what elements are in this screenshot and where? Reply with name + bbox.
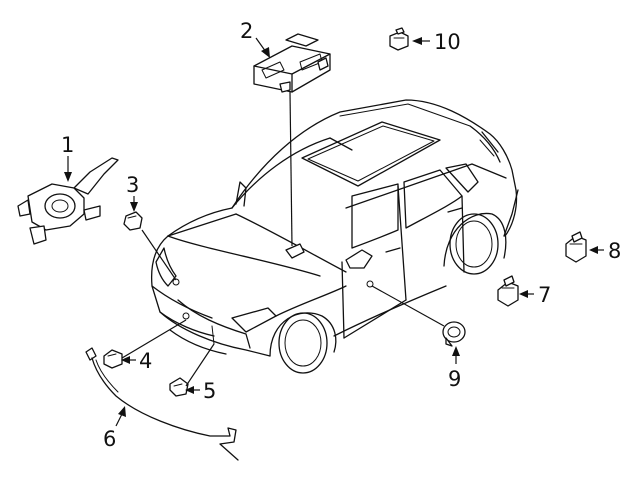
part-impact-sensor-3: [123, 211, 143, 231]
vehicle-outline: [150, 99, 519, 374]
callout-8: 8: [608, 239, 621, 263]
callout-7: 7: [538, 283, 551, 307]
part-connector-10: [389, 27, 409, 51]
callout-arrows: [64, 37, 604, 427]
part-control-module: [253, 33, 331, 93]
callout-10: 10: [434, 30, 461, 54]
part-sensor-9: [442, 321, 466, 347]
callout-2: 2: [240, 19, 253, 43]
part-sensor-7: [497, 275, 519, 307]
part-sensor-8: [565, 231, 587, 263]
part-sensor-5: [169, 377, 189, 397]
part-clock-spring-switch: [17, 157, 119, 245]
callout-3: 3: [126, 173, 139, 197]
callout-1: 1: [61, 133, 74, 157]
leader-lines: [121, 91, 445, 387]
callout-5: 5: [203, 379, 216, 403]
callout-4: 4: [139, 349, 152, 373]
callout-9: 9: [448, 367, 461, 391]
callout-labels: 1 2 3 4 5 6 7 8 9 10: [61, 19, 621, 451]
callout-6: 6: [103, 427, 116, 451]
part-wiring-harness: [85, 347, 239, 461]
part-sensor-4: [103, 349, 123, 369]
